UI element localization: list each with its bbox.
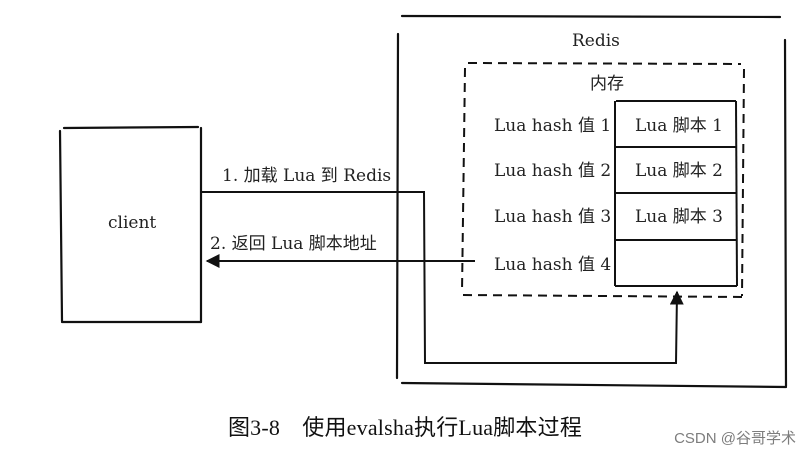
- script-cell-2: Lua 脚本 2: [635, 161, 723, 181]
- hash-value-1: Lua hash 值 1: [494, 116, 611, 136]
- redis-frame: [395, 14, 788, 389]
- load-arrow: [202, 191, 684, 364]
- memory-label: 内存: [590, 74, 624, 94]
- memory-box: [461, 62, 745, 298]
- figure-caption: 图3-8 使用evalsha执行Lua脚本过程: [227, 415, 583, 440]
- redis-label: Redis: [572, 31, 620, 51]
- return-arrow-label: 2. 返回 Lua 脚本地址: [210, 234, 377, 254]
- script-stack: [614, 100, 738, 287]
- hash-value-4: Lua hash 值 4: [494, 255, 611, 275]
- script-cell-3: Lua 脚本 3: [635, 207, 723, 227]
- csdn-watermark: CSDN @谷哥学术: [674, 430, 796, 447]
- load-arrow-label: 1. 加载 Lua 到 Redis: [222, 166, 391, 186]
- client-box: [58, 125, 203, 324]
- script-cell-1: Lua 脚本 1: [635, 116, 723, 136]
- hash-value-3: Lua hash 值 3: [494, 207, 611, 227]
- hash-value-2: Lua hash 值 2: [494, 161, 611, 181]
- client-label: client: [108, 213, 156, 233]
